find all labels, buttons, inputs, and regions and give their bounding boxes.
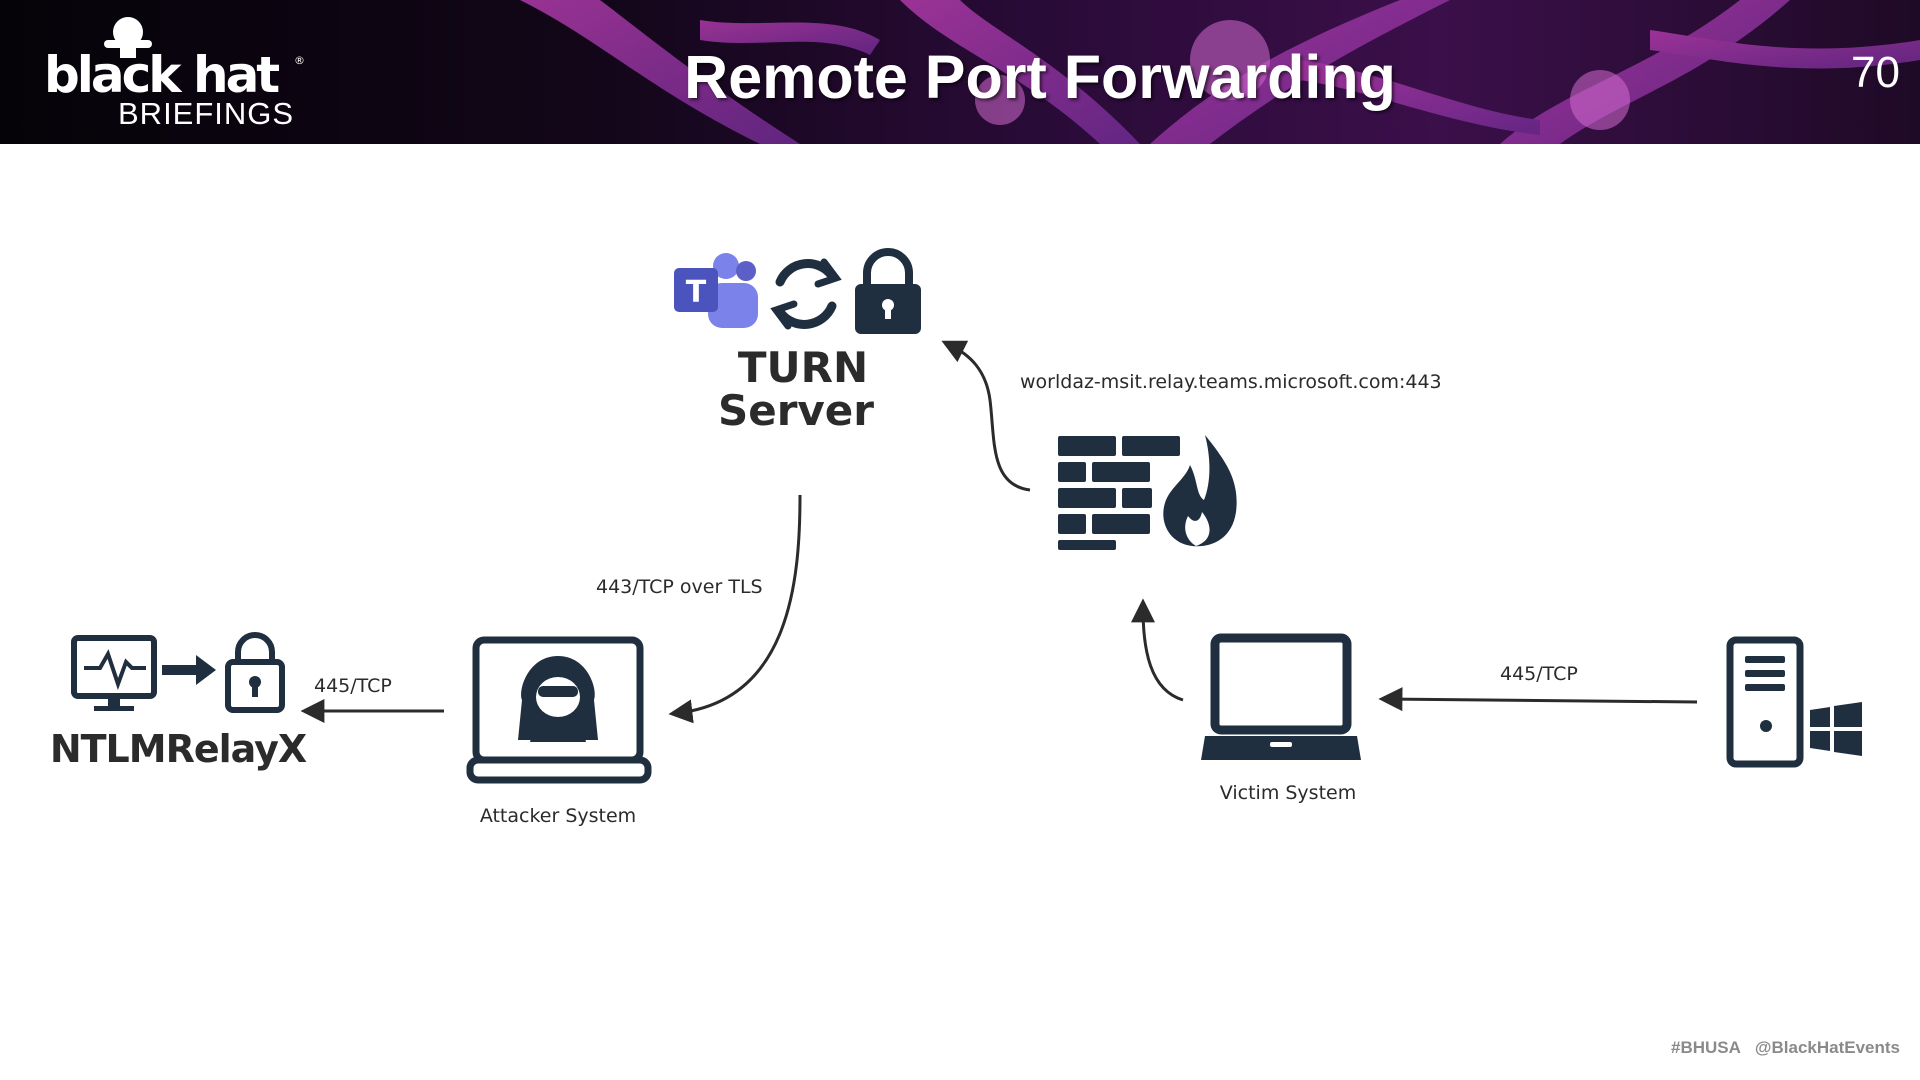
slide-header: black hat ® BRIEFINGS Remote Port Forwar…	[0, 0, 1920, 144]
ntlmrelayx-label: NTLMRelayX	[50, 727, 307, 771]
victim-laptop-icon	[1201, 633, 1361, 760]
relay-host-label: worldaz-msit.relay.teams.microsoft.com:4…	[1020, 371, 1442, 393]
attacker-laptop-icon	[466, 636, 652, 784]
turn-to-attacker-arrow	[668, 494, 802, 724]
attacker-to-relay-label: 445/TCP	[314, 675, 392, 697]
teams-icon: T	[674, 253, 758, 328]
firewall-icon	[1058, 435, 1237, 550]
teams-letter: T	[686, 275, 707, 310]
server-tower-icon	[1726, 636, 1804, 768]
windows-logo-icon	[1810, 702, 1862, 756]
slide-number: 70	[1851, 48, 1900, 97]
hacker-icon	[518, 656, 598, 742]
footer-hashtag: #BHUSA	[1671, 1038, 1741, 1057]
slide-footer: #BHUSA @BlackHatEvents	[1610, 1038, 1900, 1058]
header-background-art	[520, 0, 1920, 144]
slide-title: Remote Port Forwarding	[684, 43, 1396, 111]
logo-wordmark: black hat	[44, 46, 280, 104]
sync-icon	[770, 258, 842, 330]
victim-label: Victim System	[1220, 782, 1356, 804]
firewall-to-turn-arrow	[941, 340, 1031, 492]
lock-icon	[855, 248, 921, 334]
logo-subtitle: BRIEFINGS	[118, 96, 295, 131]
network-diagram: T TURN Server worldaz-msit.relay.teams.m…	[50, 248, 1862, 827]
turn-server-line2: Server	[718, 386, 874, 435]
footer-handle: @BlackHatEvents	[1754, 1038, 1900, 1057]
logo-registered-mark: ®	[294, 54, 305, 67]
padlock-icon	[225, 632, 285, 713]
hat-figure-icon	[104, 17, 152, 58]
turn-server-line1: TURN	[738, 343, 868, 392]
monitor-icon	[71, 635, 157, 711]
right-arrow-icon	[162, 655, 216, 685]
victim-to-firewall-arrow	[1131, 598, 1184, 702]
blackhat-logo: black hat ® BRIEFINGS	[40, 14, 310, 130]
attacker-label: Attacker System	[480, 805, 636, 827]
tls-label: 443/TCP over TLS	[596, 576, 763, 598]
server-to-victim-arrow	[1378, 687, 1698, 712]
server-to-victim-label: 445/TCP	[1500, 663, 1578, 685]
